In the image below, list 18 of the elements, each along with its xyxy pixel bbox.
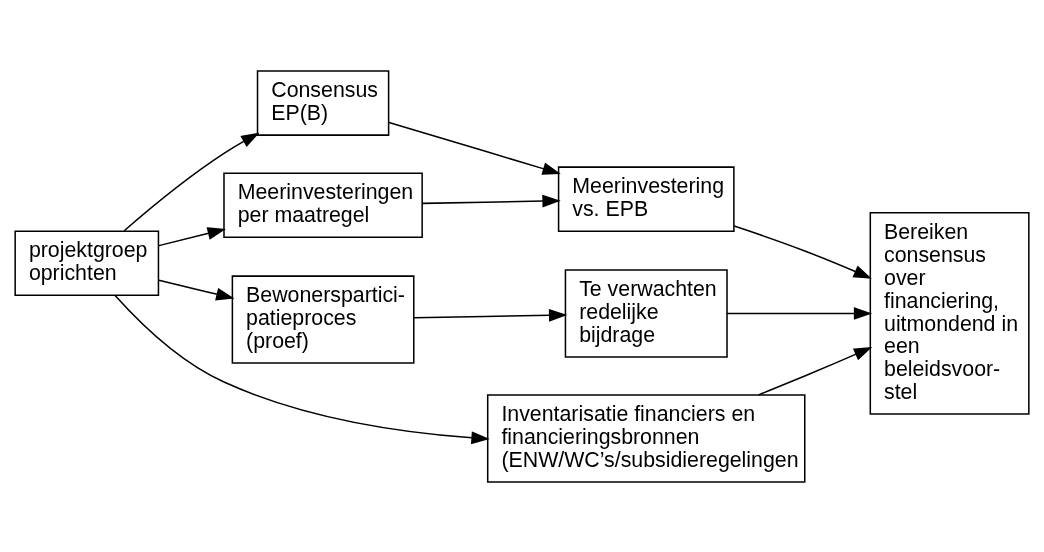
arrow [114, 294, 490, 444]
node-box: Bewonerspartici- patieproces (proef) [231, 274, 415, 364]
node-box: Inventarisatie financiers en financieringsbronnen (ENW/WC’s/subsidieregelingen [486, 393, 806, 483]
arrow [158, 278, 235, 300]
arrow [733, 224, 872, 279]
arrow [388, 121, 561, 175]
node-box: Bereiken consensus over financiering, uitmondend in een beleidsvoor- stel [869, 211, 1030, 415]
arrow [158, 226, 226, 246]
node-box: Te verwachten redelijke bijdrage [564, 268, 728, 358]
node-box: Meerinvestering vs. EPB [557, 165, 735, 232]
arrow [123, 132, 260, 231]
node-box: projektgroep oprichten [14, 229, 160, 296]
node-box: Consensus EP(B) [256, 69, 390, 136]
arrow [757, 346, 873, 396]
arrow [421, 194, 561, 207]
node-box: Meerinvesteringen per maatregel [223, 171, 423, 238]
arrow [726, 306, 873, 320]
arrow [413, 308, 568, 322]
